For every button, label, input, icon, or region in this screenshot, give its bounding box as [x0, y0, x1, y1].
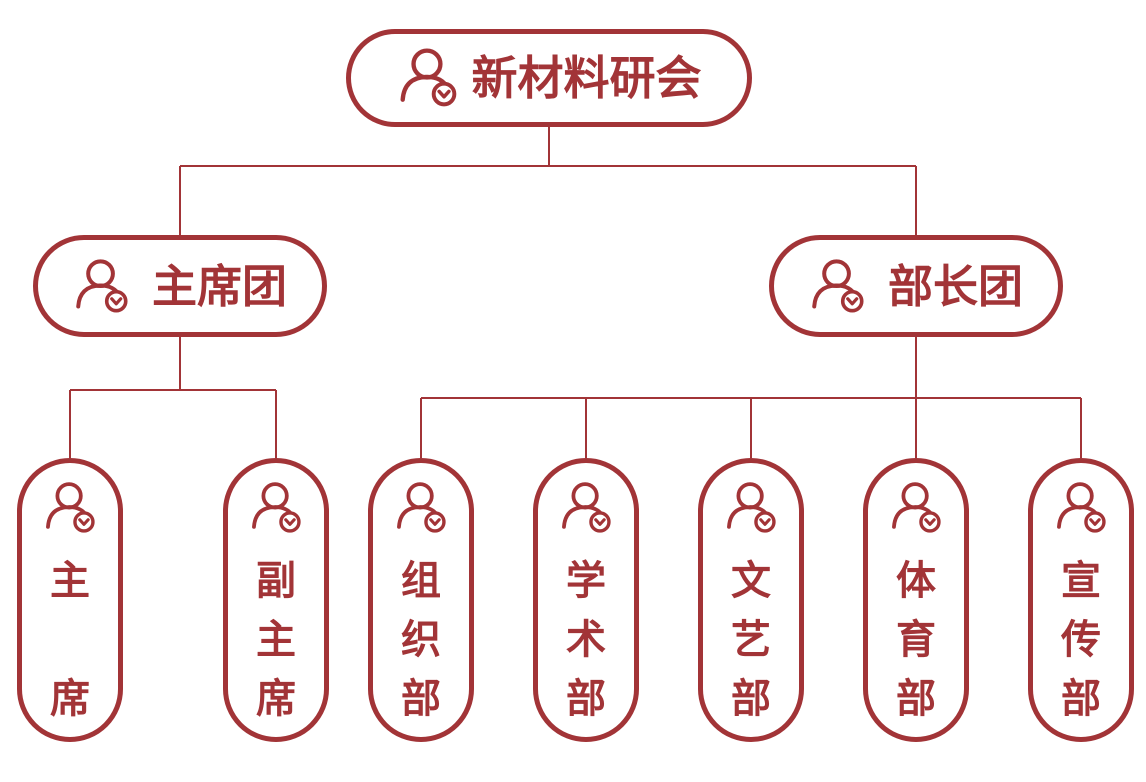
org-node-root-label: 新材料研会: [471, 51, 702, 105]
person-check-icon: [46, 482, 95, 533]
org-node-presidium-label: 主席团: [151, 259, 287, 313]
org-node-organization-dept[interactable]: 组织部: [368, 458, 474, 742]
org-node-sports-dept[interactable]: 体育部: [863, 458, 969, 742]
org-node-publicity-dept-label: 宣传部: [1061, 558, 1101, 722]
org-node-ministers[interactable]: 部长团: [769, 235, 1063, 337]
person-check-icon: [1057, 482, 1106, 533]
org-node-academic-dept[interactable]: 学术部: [533, 458, 639, 742]
org-node-ministers-label: 部长团: [887, 259, 1023, 313]
org-node-presidium[interactable]: 主席团: [33, 235, 327, 337]
person-check-icon: [892, 482, 941, 533]
org-node-vice-chairman-label: 副主席: [256, 558, 296, 722]
org-node-vice-chairman[interactable]: 副主席: [223, 458, 329, 742]
org-node-organization-dept-label: 组织部: [401, 558, 441, 722]
person-check-icon: [397, 482, 446, 533]
org-node-academic-dept-label: 学术部: [566, 558, 606, 722]
org-node-sports-dept-label: 体育部: [896, 558, 936, 722]
person-check-icon: [76, 258, 128, 313]
person-check-icon: [727, 482, 776, 533]
person-check-icon: [562, 482, 611, 533]
org-node-root[interactable]: 新材料研会: [346, 29, 752, 127]
person-check-icon: [252, 482, 301, 533]
org-node-chairman[interactable]: 主席: [17, 458, 123, 742]
person-check-icon: [397, 47, 459, 109]
person-check-icon: [812, 258, 864, 313]
org-node-publicity-dept[interactable]: 宣传部: [1028, 458, 1134, 742]
org-node-chairman-label: 主席: [50, 558, 90, 722]
org-node-arts-dept[interactable]: 文艺部: [698, 458, 804, 742]
org-node-arts-dept-label: 文艺部: [731, 558, 771, 722]
